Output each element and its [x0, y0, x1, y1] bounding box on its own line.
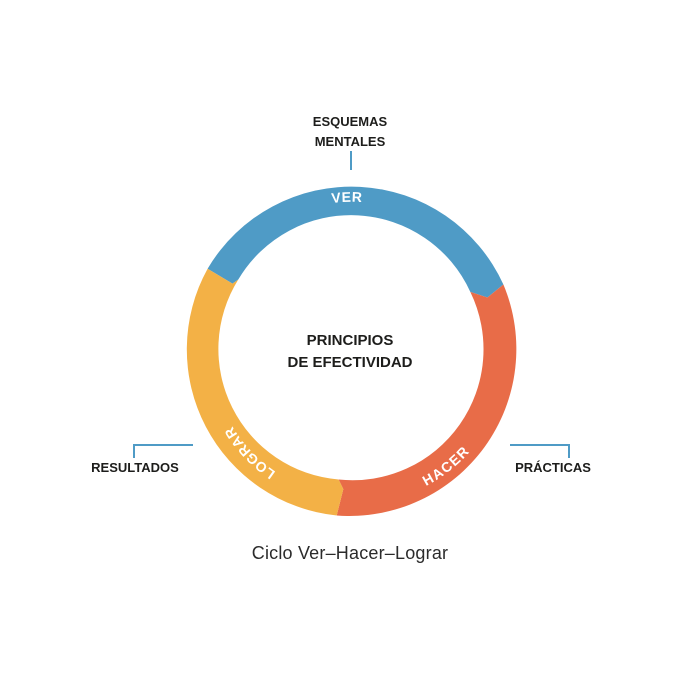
label-practicas: PRÁCTICAS: [515, 460, 591, 475]
center-title: PRINCIPIOS DE EFECTIVIDAD: [250, 330, 450, 374]
segment-lograr: [186, 268, 344, 516]
segment-hacer: [336, 284, 517, 516]
diagram-caption: Ciclo Ver–Hacer–Lograr: [251, 543, 449, 563]
label-esquemas-line-2: MENTALES: [314, 134, 386, 149]
label-resultados: RESULTADOS: [91, 460, 179, 475]
label-esquemas-line-1: ESQUEMAS: [312, 114, 388, 129]
connector-left: [133, 444, 193, 458]
center-title-line-1: PRINCIPIOS: [306, 332, 394, 349]
center-title-line-2: DE EFECTIVIDAD: [287, 354, 413, 371]
connector-right: [510, 444, 570, 458]
segment-ver: [207, 186, 504, 298]
label-esquemas-mentales: ESQUEMAS MENTALES: [290, 112, 410, 152]
segment-ver-label: VER: [331, 189, 364, 206]
